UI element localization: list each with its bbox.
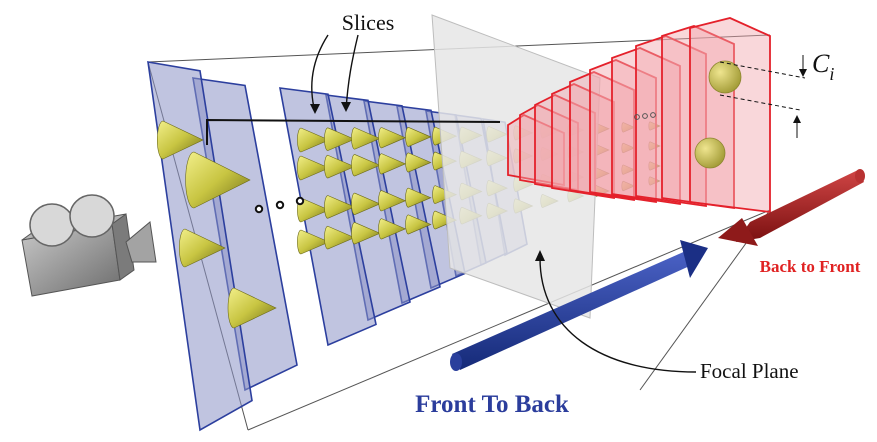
cone [648, 141, 661, 151]
cone [324, 127, 356, 151]
focal-plane-callout [535, 250, 697, 373]
red-slice [507, 113, 565, 187]
cone [648, 121, 661, 131]
cone [621, 164, 636, 175]
cone [621, 142, 636, 154]
cone-objects [157, 120, 661, 329]
cone [324, 154, 356, 179]
cone [227, 287, 277, 329]
cone [185, 151, 251, 209]
cone [648, 161, 661, 171]
red-slice [689, 17, 771, 214]
cone [157, 120, 204, 160]
cone [405, 127, 432, 147]
cone [297, 127, 330, 153]
ellipsis-dots [254, 196, 305, 214]
red-slice [635, 35, 707, 208]
cone [405, 152, 432, 173]
movie-camera-icon [21, 194, 157, 297]
cone [297, 155, 330, 181]
slices-callouts [310, 34, 359, 114]
cone [351, 154, 381, 177]
ci-label: Ci [812, 49, 834, 84]
front-to-back-arrow [450, 240, 708, 371]
red-slices [507, 17, 771, 214]
cone [378, 153, 407, 175]
cone [378, 190, 407, 212]
front-to-back-label: Front To Back [415, 391, 569, 418]
cone [648, 176, 661, 186]
cone [621, 180, 636, 192]
slices-bracket [206, 118, 501, 145]
cone [351, 222, 381, 245]
cone [378, 127, 407, 149]
cone [432, 210, 458, 230]
cone [324, 195, 356, 219]
cone [621, 122, 636, 133]
cone [179, 228, 226, 268]
cone [405, 214, 432, 235]
cone [351, 127, 381, 150]
cone [378, 218, 407, 240]
cone [351, 192, 381, 215]
focal-plane-label: Focal Plane [700, 359, 799, 383]
back-to-front-label: Back to Front [760, 257, 861, 276]
cone [324, 225, 356, 250]
ci-dimension [719, 55, 807, 138]
cone [405, 187, 432, 208]
red-slice-blobs [634, 60, 742, 169]
cone [297, 229, 330, 255]
back-to-front-arrow [718, 169, 865, 246]
slices-label: Slices [342, 10, 395, 35]
